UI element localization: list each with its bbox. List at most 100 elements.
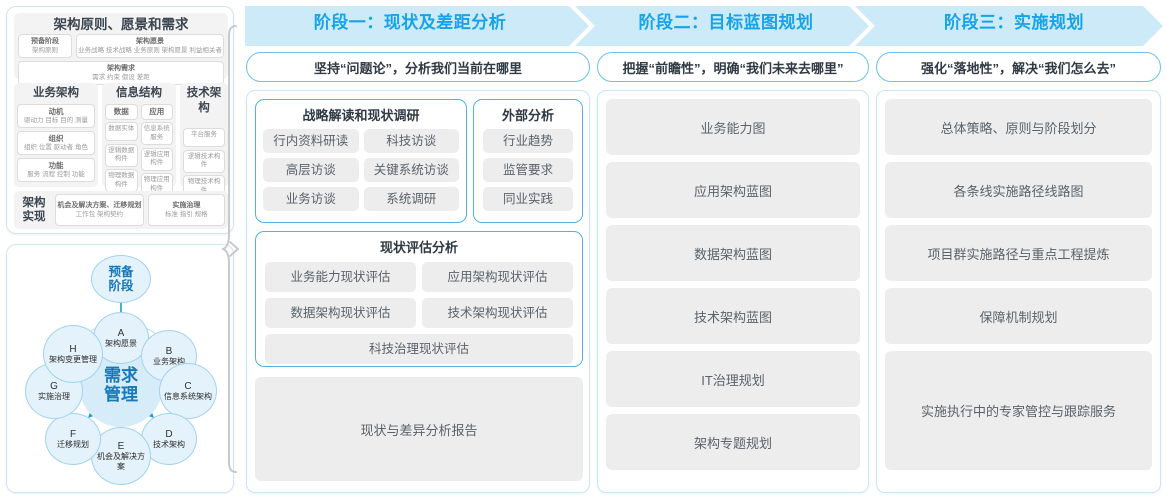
togaf-framework-card: 架构原则、愿景和需求 预备阶段 架构原则 架构愿景 业务战略 技术战略 业务原则…	[6, 6, 234, 234]
application-subcolumn: 应用 信息系统服务 逻辑应用构件 物理应用构件	[140, 101, 173, 196]
architecture-vision-items: 业务战略 技术战略 业务原则 架构愿景 利益相关者	[78, 47, 222, 54]
chip-current-gap-analysis-report[interactable]: 现状与差异分析报告	[255, 377, 583, 481]
organization-cell: 组织 组织 位置 驱动者 角色	[17, 130, 95, 155]
cycle-node-c: C 信息系统架构	[159, 363, 217, 419]
chip-system-research[interactable]: 系统调研	[363, 187, 459, 211]
chip-technology-architecture-blueprint[interactable]: 技术架构蓝图	[606, 288, 860, 344]
current-state-assessment-title: 现状评估分析	[379, 240, 458, 255]
cycle-node-prep: 预备 阶段	[91, 255, 151, 303]
implementation-governance-items: 标准 指引 规格	[165, 211, 208, 218]
implementation-governance-title: 实施治理	[172, 202, 201, 209]
motivation-cell: 动机 驱动力 目标 目的 测量	[17, 103, 95, 128]
cycle-node-e: E 机会及解决方案	[91, 427, 151, 485]
opportunities-migration-box: 机会及解决方案、迁移规划 工作包 架构契约	[55, 194, 144, 226]
cycle-node-e-label: 机会及解决方案	[97, 451, 145, 471]
chip-application-architecture-assessment[interactable]: 应用架构现状评估	[422, 262, 573, 292]
logical-application-component-cell: 逻辑应用构件	[140, 147, 173, 171]
chip-expert-control-tracking-service[interactable]: 实施执行中的专家管控与跟踪服务	[885, 351, 1152, 470]
architecture-requirements-title: 架构需求	[107, 65, 135, 72]
chip-key-system-interview[interactable]: 关键系统访谈	[363, 158, 459, 182]
logical-technology-component-cell: 逻辑技术构件	[183, 149, 225, 173]
business-architecture-column: 业务架构 动机 驱动力 目标 目的 测量 组织 组织 位置 驱动者 角色 功能 …	[14, 83, 98, 187]
chip-application-architecture-blueprint[interactable]: 应用架构蓝图	[606, 162, 860, 218]
current-state-assessment-box: 现状评估分析 业务能力现状评估 应用架构现状评估 数据架构现状评估 技术架构现状…	[255, 231, 583, 367]
business-architecture-title: 业务架构	[33, 87, 79, 99]
cycle-node-c-label: 信息系统架构	[164, 391, 212, 401]
technology-architecture-title: 技术架构	[186, 87, 222, 114]
cycle-node-f: F 迁移规划	[45, 413, 101, 465]
strategy-research-title: 战略解读和现状调研	[302, 108, 420, 123]
architecture-vision-box: 架构愿景 业务战略 技术战略 业务原则 架构愿景 利益相关者	[76, 34, 224, 58]
cycle-node-c-letter: C	[184, 380, 192, 392]
chip-executive-interview[interactable]: 高层访谈	[263, 158, 359, 182]
cycle-node-h: H 架构变更管理	[43, 325, 103, 383]
chip-regulatory-requirement[interactable]: 监管要求	[483, 158, 573, 182]
technology-architecture-column: 技术架构 平台服务 逻辑技术构件 物理技术构件	[180, 83, 228, 198]
chip-architecture-topic-plan[interactable]: 架构专题规划	[606, 414, 860, 470]
information-system-service-cell: 信息系统服务	[140, 122, 173, 145]
phase-3-column: 强化“落地性”，解决“我们怎么去” 总体策略、原则与阶段划分 各条线实施路径线路…	[876, 52, 1161, 493]
data-subcolumn-title: 数据	[105, 103, 138, 120]
function-cell: 功能 服务 流程 控制 功能	[17, 157, 95, 182]
chip-technology-architecture-assessment[interactable]: 技术架构现状评估	[422, 298, 573, 328]
information-structure-column: 信息结构 数据 数据实体 逻辑数据构件 物理数据构件 应用 信息	[102, 83, 176, 196]
cycle-node-g-label: 实施治理	[38, 391, 70, 401]
organization-title: 组织	[48, 133, 64, 143]
phase-3-body: 总体策略、原则与阶段划分 各条线实施路径线路图 项目群实施路径与重点工程提炼 保…	[876, 90, 1161, 493]
architecture-realization-label: 架构实现	[22, 197, 46, 223]
strategy-research-box: 战略解读和现状调研 行内资料研读 科技访谈 高层访谈 关键系统访谈 业务访谈 系…	[255, 99, 467, 223]
phase-banner-segment-1	[245, 6, 589, 46]
chip-assurance-mechanism-plan[interactable]: 保障机制规划	[885, 288, 1152, 344]
phase-1-body: 战略解读和现状调研 行内资料研读 科技访谈 高层访谈 关键系统访谈 业务访谈 系…	[246, 90, 590, 493]
chip-line-implementation-roadmap[interactable]: 各条线实施路径线路图	[885, 162, 1152, 218]
phase-2-banner-label: 阶段二：目标蓝图规划	[638, 12, 814, 32]
chip-business-capability-map[interactable]: 业务能力图	[606, 99, 860, 155]
cycle-node-a-letter: A	[117, 327, 125, 339]
architecture-principles-group: 架构原则、愿景和需求 预备阶段 架构原则 架构愿景 业务战略 技术战略 业务原则…	[14, 13, 228, 85]
external-analysis-box: 外部分析 行业趋势 监管要求 同业实践	[473, 99, 583, 223]
architecture-vision-title: 架构愿景	[136, 38, 164, 45]
phase-2-caption: 把握“前瞻性”，明确“我们未来去哪里”	[597, 52, 869, 82]
chip-data-architecture-blueprint[interactable]: 数据架构蓝图	[606, 225, 860, 281]
information-structure-title: 信息结构	[116, 87, 162, 99]
prep-phase-item: 架构原则	[32, 47, 58, 54]
phase-banner	[245, 6, 1163, 46]
chip-business-capability-assessment[interactable]: 业务能力现状评估	[265, 262, 416, 292]
opportunities-migration-items: 工作包 架构契约	[75, 211, 123, 218]
phase-banner-segment-3	[855, 6, 1163, 46]
chip-peer-practice[interactable]: 同业实践	[483, 187, 573, 211]
cycle-node-g-letter: G	[50, 380, 58, 392]
external-analysis-title: 外部分析	[501, 108, 554, 123]
adm-cycle-card: 预备 阶段 需求管理 A 架构愿景 B 业务架构 C 信息系统架构 D 技术架构	[6, 244, 234, 493]
chip-industry-trend[interactable]: 行业趋势	[483, 129, 573, 153]
function-items: 服务 流程 控制 功能	[27, 170, 85, 178]
left-column: 架构原则、愿景和需求 预备阶段 架构原则 架构愿景 业务战略 技术战略 业务原则…	[6, 6, 234, 493]
phase-banner-segment-2	[575, 6, 869, 46]
phase-1-caption: 坚持“问题论”，分析我们当前在哪里	[246, 52, 590, 82]
chip-technology-interview[interactable]: 科技访谈	[363, 129, 459, 153]
chip-business-interview[interactable]: 业务访谈	[263, 187, 359, 211]
cycle-node-d-letter: D	[165, 428, 173, 440]
architecture-requirements-items: 需求 约束 假设 差距	[92, 74, 150, 81]
prep-phase-title: 预备阶段	[31, 38, 59, 45]
motivation-title: 动机	[48, 106, 64, 116]
chip-data-architecture-assessment[interactable]: 数据架构现状评估	[265, 298, 416, 328]
function-title: 功能	[48, 160, 64, 170]
phase-3-caption: 强化“落地性”，解决“我们怎么去”	[876, 52, 1161, 82]
phase-1-banner-label: 阶段一：现状及差距分析	[313, 12, 507, 32]
chip-overall-strategy-principles-phases[interactable]: 总体策略、原则与阶段划分	[885, 99, 1152, 155]
motivation-items: 驱动力 目标 目的 测量	[24, 116, 88, 124]
cycle-node-a-label: 架构愿景	[105, 338, 137, 348]
chip-program-implementation-path[interactable]: 项目群实施路径与重点工程提炼	[885, 225, 1152, 281]
cycle-node-h-label: 架构变更管理	[49, 354, 97, 364]
phase-2-column: 把握“前瞻性”，明确“我们未来去哪里” 业务能力图 应用架构蓝图 数据架构蓝图 …	[597, 52, 869, 493]
opportunities-migration-title: 机会及解决方案、迁移规划	[57, 202, 142, 209]
cycle-node-d-label: 技术架构	[153, 439, 185, 449]
chip-technology-governance-assessment[interactable]: 科技治理现状评估	[265, 334, 573, 364]
chip-internal-material-study[interactable]: 行内资料研读	[263, 129, 359, 153]
cycle-node-b-letter: B	[165, 345, 173, 357]
chip-it-governance-plan[interactable]: IT治理规划	[606, 351, 860, 407]
application-subcolumn-title: 应用	[140, 103, 173, 120]
data-subcolumn: 数据 数据实体 逻辑数据构件 物理数据构件	[105, 101, 138, 196]
